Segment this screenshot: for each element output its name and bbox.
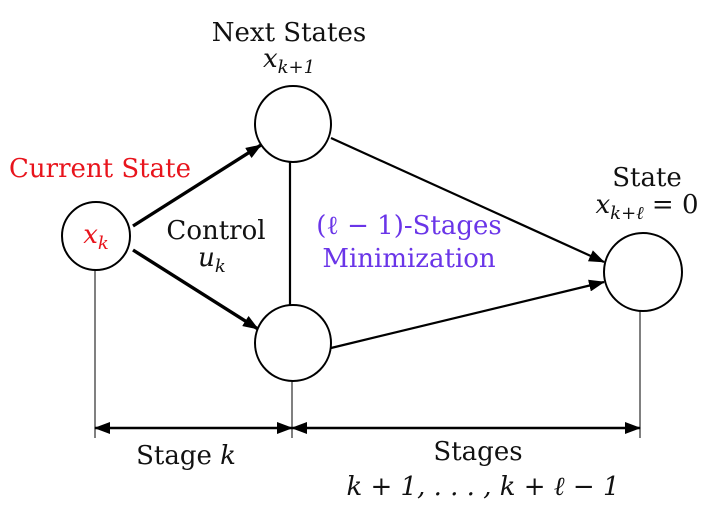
control-variable: uk xyxy=(198,243,226,277)
node-next-state-top xyxy=(254,85,332,163)
edge-current-to-next-top xyxy=(132,143,262,228)
control-title: Control xyxy=(166,216,265,246)
next-states-variable: xk+1 xyxy=(263,44,315,78)
node-final-state xyxy=(603,232,683,312)
final-state-title: State xyxy=(612,163,682,193)
node-current-state xyxy=(61,201,131,271)
final-state-variable: xk+ℓ = 0 xyxy=(595,190,698,224)
stage-k-label: Stage k xyxy=(136,441,236,471)
edge-next-bottom-to-final xyxy=(330,279,605,350)
minimization-line2: Minimization xyxy=(322,244,496,274)
edge-current-to-next-bottom xyxy=(132,248,259,331)
current-state-label: Current State xyxy=(9,154,191,184)
minimization-line1: (ℓ − 1)-Stages xyxy=(316,211,502,241)
stages-title: Stages xyxy=(433,437,522,467)
stages-range: k + 1, . . . , k + ℓ − 1 xyxy=(346,472,619,502)
node-next-state-bottom xyxy=(254,304,332,382)
edge-next-top-to-final xyxy=(330,136,605,264)
current-node-variable: xk xyxy=(83,220,109,254)
next-states-title: Next States xyxy=(212,18,366,48)
